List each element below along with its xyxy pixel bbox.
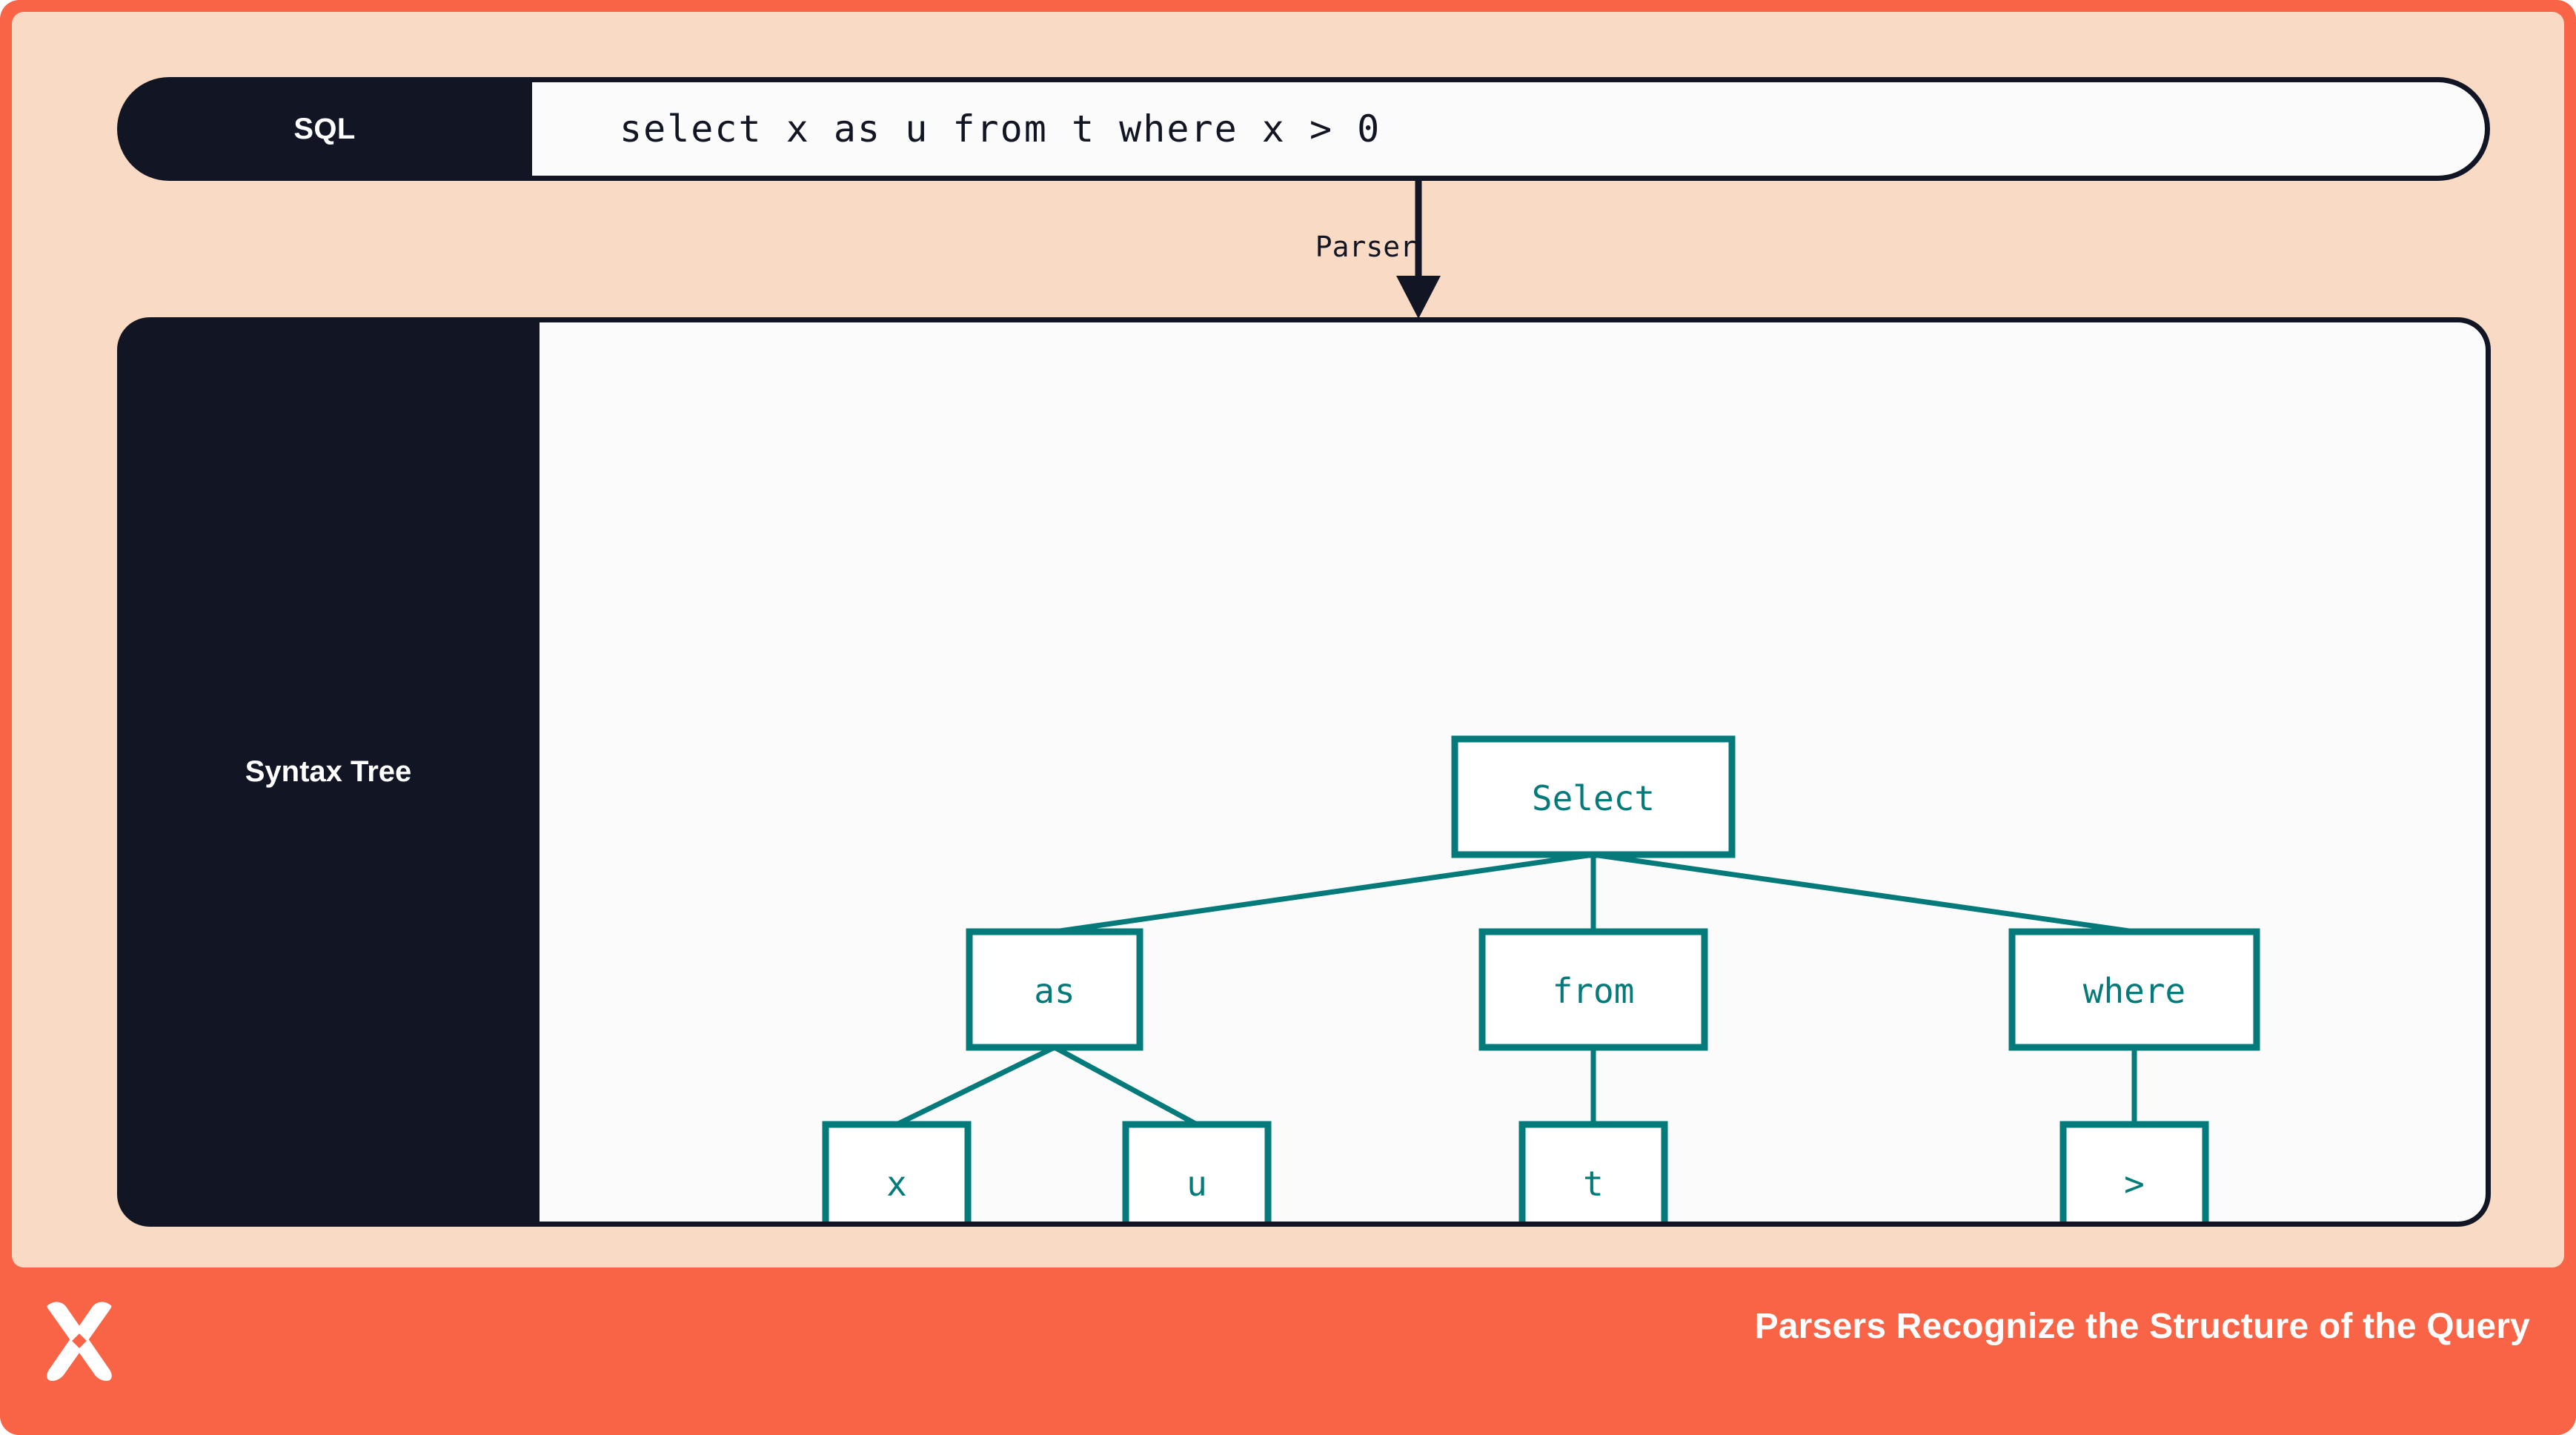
tree-node-as-u[interactable]: u [1122,1121,1272,1227]
tree-node-box [2059,1121,2209,1222]
x-mark-logo-icon [47,1302,112,1381]
tree-node-label: as [1034,971,1075,1011]
tree-edge-group [895,852,2137,1127]
footer-bar: Parsers Recognize the Structure of the Q… [0,1267,2576,1435]
tree-node-label: x [886,1164,907,1204]
content-canvas: SQL select x as u from t where x > 0 Par… [12,12,2564,1267]
tree-node-select[interactable]: Select [1451,735,1736,858]
tree-node-box [1478,928,1708,1051]
tree-edge [1593,852,2135,935]
tree-node-from[interactable]: from [1478,928,1708,1051]
syntax-tree-sidebar: Syntax Tree [117,317,540,1227]
parser-label: Parser [1315,231,1417,263]
tree-node-box [2008,928,2260,1051]
tree-node-label: Select [1532,778,1655,818]
tree-node-where[interactable]: where [2008,928,2260,1051]
arrow-down-icon [1396,181,1441,319]
sql-row: SQL select x as u from t where x > 0 [117,77,2490,181]
tree-node-label: where [2083,971,2185,1011]
tree-node-label: > [2124,1164,2145,1204]
sql-label: SQL [293,112,356,145]
sql-query-field[interactable]: select x as u from t where x > 0 [532,77,2490,181]
sql-query-text: select x as u from t where x > 0 [620,107,1381,150]
footer-caption: Parsers Recognize the Structure of the Q… [1754,1307,2530,1346]
tree-node-box [1518,1121,1668,1222]
tree-edge [895,1044,1056,1127]
tree-node-label: u [1186,1164,1207,1204]
tree-node-from-t[interactable]: t [1518,1121,1668,1227]
tree-node-gt[interactable]: > [2059,1121,2209,1227]
tree-node-box [1451,735,1736,858]
tree-edge [1054,852,1594,935]
syntax-tree-label: Syntax Tree [245,755,412,788]
tree-node-label: from [1553,971,1635,1011]
tree-node-box [822,1121,972,1222]
sql-label-pill: SQL [117,77,532,181]
tree-node-as[interactable]: as [966,928,1143,1051]
tree-node-as-x[interactable]: x [822,1121,972,1227]
tree-node-box [966,928,1143,1051]
tree-node-label: t [1583,1164,1604,1204]
tree-edge [1053,1044,1198,1127]
tree-node-box [1122,1121,1272,1222]
